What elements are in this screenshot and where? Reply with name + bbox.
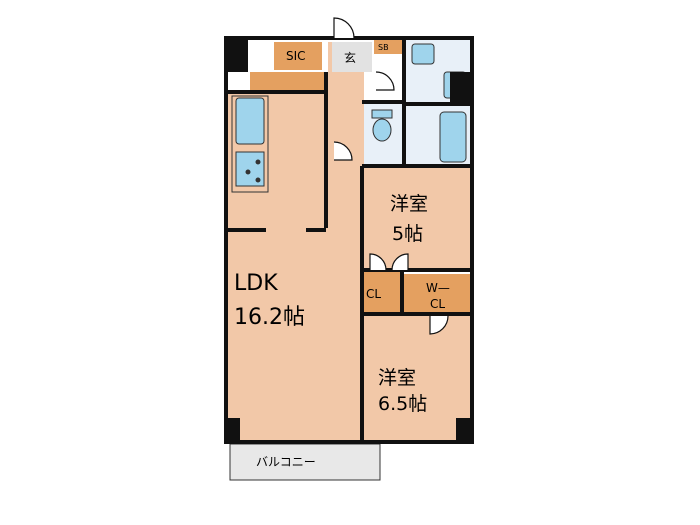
room1-door-icon: [369, 253, 387, 271]
balcony-floor: [229, 443, 381, 481]
room1-door-icon: [391, 253, 409, 271]
closet-area: [364, 272, 400, 312]
column: [456, 418, 472, 442]
hall-door-icon: [333, 141, 353, 161]
toilet-bowl: [372, 118, 392, 142]
sic-label: SIC: [286, 49, 306, 63]
fixtures: [229, 43, 467, 481]
burner-icon: [245, 169, 251, 175]
storage-areas: [250, 40, 470, 316]
column: [226, 38, 248, 72]
shoe-box-label: SB: [378, 43, 389, 52]
entrance-door-icon: [333, 17, 355, 39]
closet-label: CL: [366, 287, 381, 301]
sic-area: [274, 42, 322, 70]
western-room-2-name: 洋室: [378, 367, 416, 389]
doors: [333, 17, 449, 335]
balcony-label: バルコニー: [256, 455, 316, 469]
wic-door-icon: [429, 315, 449, 335]
western-room-1-size: 5帖: [392, 223, 423, 245]
western-room-1-name: 洋室: [390, 193, 428, 215]
toilet-tank: [371, 109, 393, 119]
kitchen-sink: [235, 97, 265, 145]
entrance-area: [332, 42, 372, 72]
western-room-2-area: [364, 316, 470, 440]
western-room-1-area: [364, 168, 470, 268]
burner-icon: [255, 177, 261, 183]
sic-lower-strip: [250, 72, 326, 92]
burner-icon: [255, 159, 261, 165]
toilet-door-icon: [375, 71, 395, 91]
western-room-2-size: 6.5帖: [378, 393, 427, 415]
ldk-name: LDK: [234, 271, 278, 296]
washing-machine: [411, 43, 435, 65]
ldk-size: 16.2帖: [234, 305, 305, 330]
walk-in-closet-label-2: CL: [430, 297, 445, 311]
bathtub: [439, 111, 467, 163]
columns: [226, 38, 472, 442]
column: [226, 418, 240, 442]
entrance-label: 玄: [344, 50, 356, 65]
column: [450, 72, 472, 104]
walk-in-closet-area: [404, 274, 470, 316]
walk-in-closet-label-1: W—: [426, 281, 450, 295]
shoe-box-area: [374, 40, 404, 54]
kitchen-counter: [231, 95, 269, 193]
